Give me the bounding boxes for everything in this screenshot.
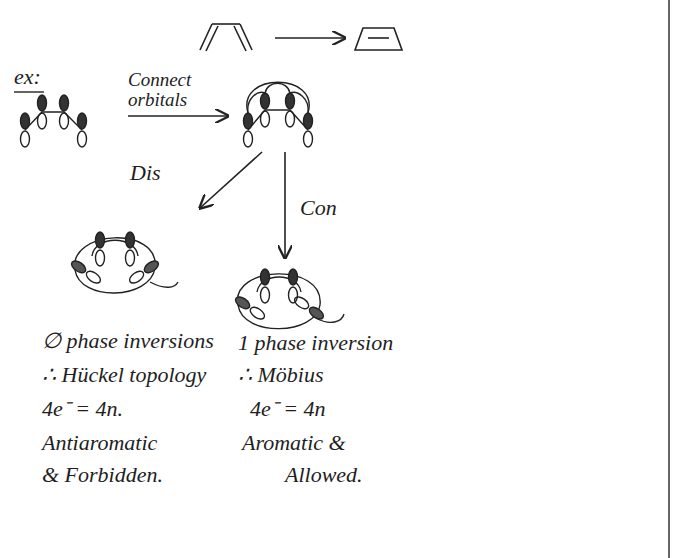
note-text: Con	[300, 195, 337, 220]
con-arrow	[284, 152, 286, 258]
backbone	[25, 112, 82, 130]
overlap-loop	[247, 82, 309, 113]
ring-loop	[75, 238, 156, 293]
note-text: ∅ phase inversions	[42, 328, 214, 353]
note-text: ∴ Hückel topology	[42, 362, 206, 387]
orbital-lobe	[248, 305, 266, 322]
overlap-loop	[265, 83, 290, 93]
note-text: Dis	[130, 160, 161, 185]
outer-lobe	[316, 314, 344, 322]
conrotatory-orbitals	[233, 269, 344, 329]
rotated-orbital	[292, 295, 325, 322]
orbital-lobe	[142, 259, 160, 276]
bond	[200, 24, 212, 50]
bond	[212, 23, 240, 25]
note-text: & Forbidden.	[42, 462, 163, 487]
note-text: ∴ Möbius	[238, 362, 324, 387]
orbital-lobe	[286, 93, 295, 109]
reaction-arrow	[275, 37, 345, 39]
orbital-lobe	[244, 131, 253, 147]
bond	[240, 24, 252, 50]
orbital-lobe	[21, 131, 30, 147]
orbital-lobe	[261, 287, 270, 303]
orbital-lobe	[78, 113, 87, 129]
page-border	[668, 0, 670, 558]
overlap-loop	[248, 92, 265, 113]
note-text: 4e⁻ = 4n.	[42, 396, 123, 421]
rotated-orbital	[233, 295, 266, 322]
orbital-lobe	[96, 250, 105, 266]
ring	[355, 28, 402, 50]
outer-lobe	[150, 282, 178, 287]
note-text: 1 phase inversion	[238, 330, 393, 355]
connected-orbitals	[244, 82, 313, 147]
orbital-lobe	[304, 113, 313, 129]
note-text: Connect orbitals	[128, 70, 218, 110]
orbital-lobe	[38, 113, 47, 129]
orbital-lobe	[292, 295, 310, 312]
overlap-loop	[290, 92, 308, 113]
connect-arrow	[128, 115, 228, 117]
orbital-lobe	[60, 95, 69, 111]
orbital-lobe	[38, 95, 47, 111]
orbital-lobe	[84, 269, 102, 286]
orbital-lobe	[261, 111, 270, 127]
orbital-lobe	[261, 269, 270, 285]
bond	[234, 26, 246, 51]
cyclobutene-structure	[355, 28, 402, 50]
orbital-lobe	[96, 232, 105, 248]
bond	[206, 26, 218, 51]
orbital-lobe	[304, 131, 313, 147]
orbital-lobe	[261, 93, 270, 109]
note-text: Allowed.	[285, 462, 363, 487]
note-text: ex:	[14, 64, 41, 89]
double-bond	[368, 37, 389, 39]
note-text: Aromatic &	[242, 430, 346, 455]
orbital-lobe	[289, 287, 298, 303]
note-text: 4e⁻ = 4n	[250, 396, 326, 421]
orbital-lobe	[127, 269, 145, 286]
ring-loop	[238, 274, 321, 329]
orbital-lobe	[126, 250, 135, 266]
underline	[14, 91, 44, 92]
dis-arrow	[200, 152, 262, 208]
rotated-orbital	[127, 259, 160, 286]
orbital-lobe	[60, 113, 69, 129]
note-text: Antiaromatic	[42, 430, 157, 455]
backbone	[248, 110, 308, 130]
rotated-orbital	[69, 259, 102, 286]
orbital-lobe	[286, 111, 295, 127]
orbital-lobe	[78, 131, 87, 147]
orbital-lobe	[21, 113, 30, 129]
orbital-lobe	[289, 269, 298, 285]
orbital-drawing	[21, 95, 87, 147]
orbital-lobe	[69, 259, 87, 276]
disrotatory-orbitals	[69, 232, 178, 293]
orbital-lobe	[244, 113, 253, 129]
orbital-lobe	[233, 295, 251, 312]
diene-structure	[200, 24, 252, 51]
orbital-lobe	[126, 232, 135, 248]
